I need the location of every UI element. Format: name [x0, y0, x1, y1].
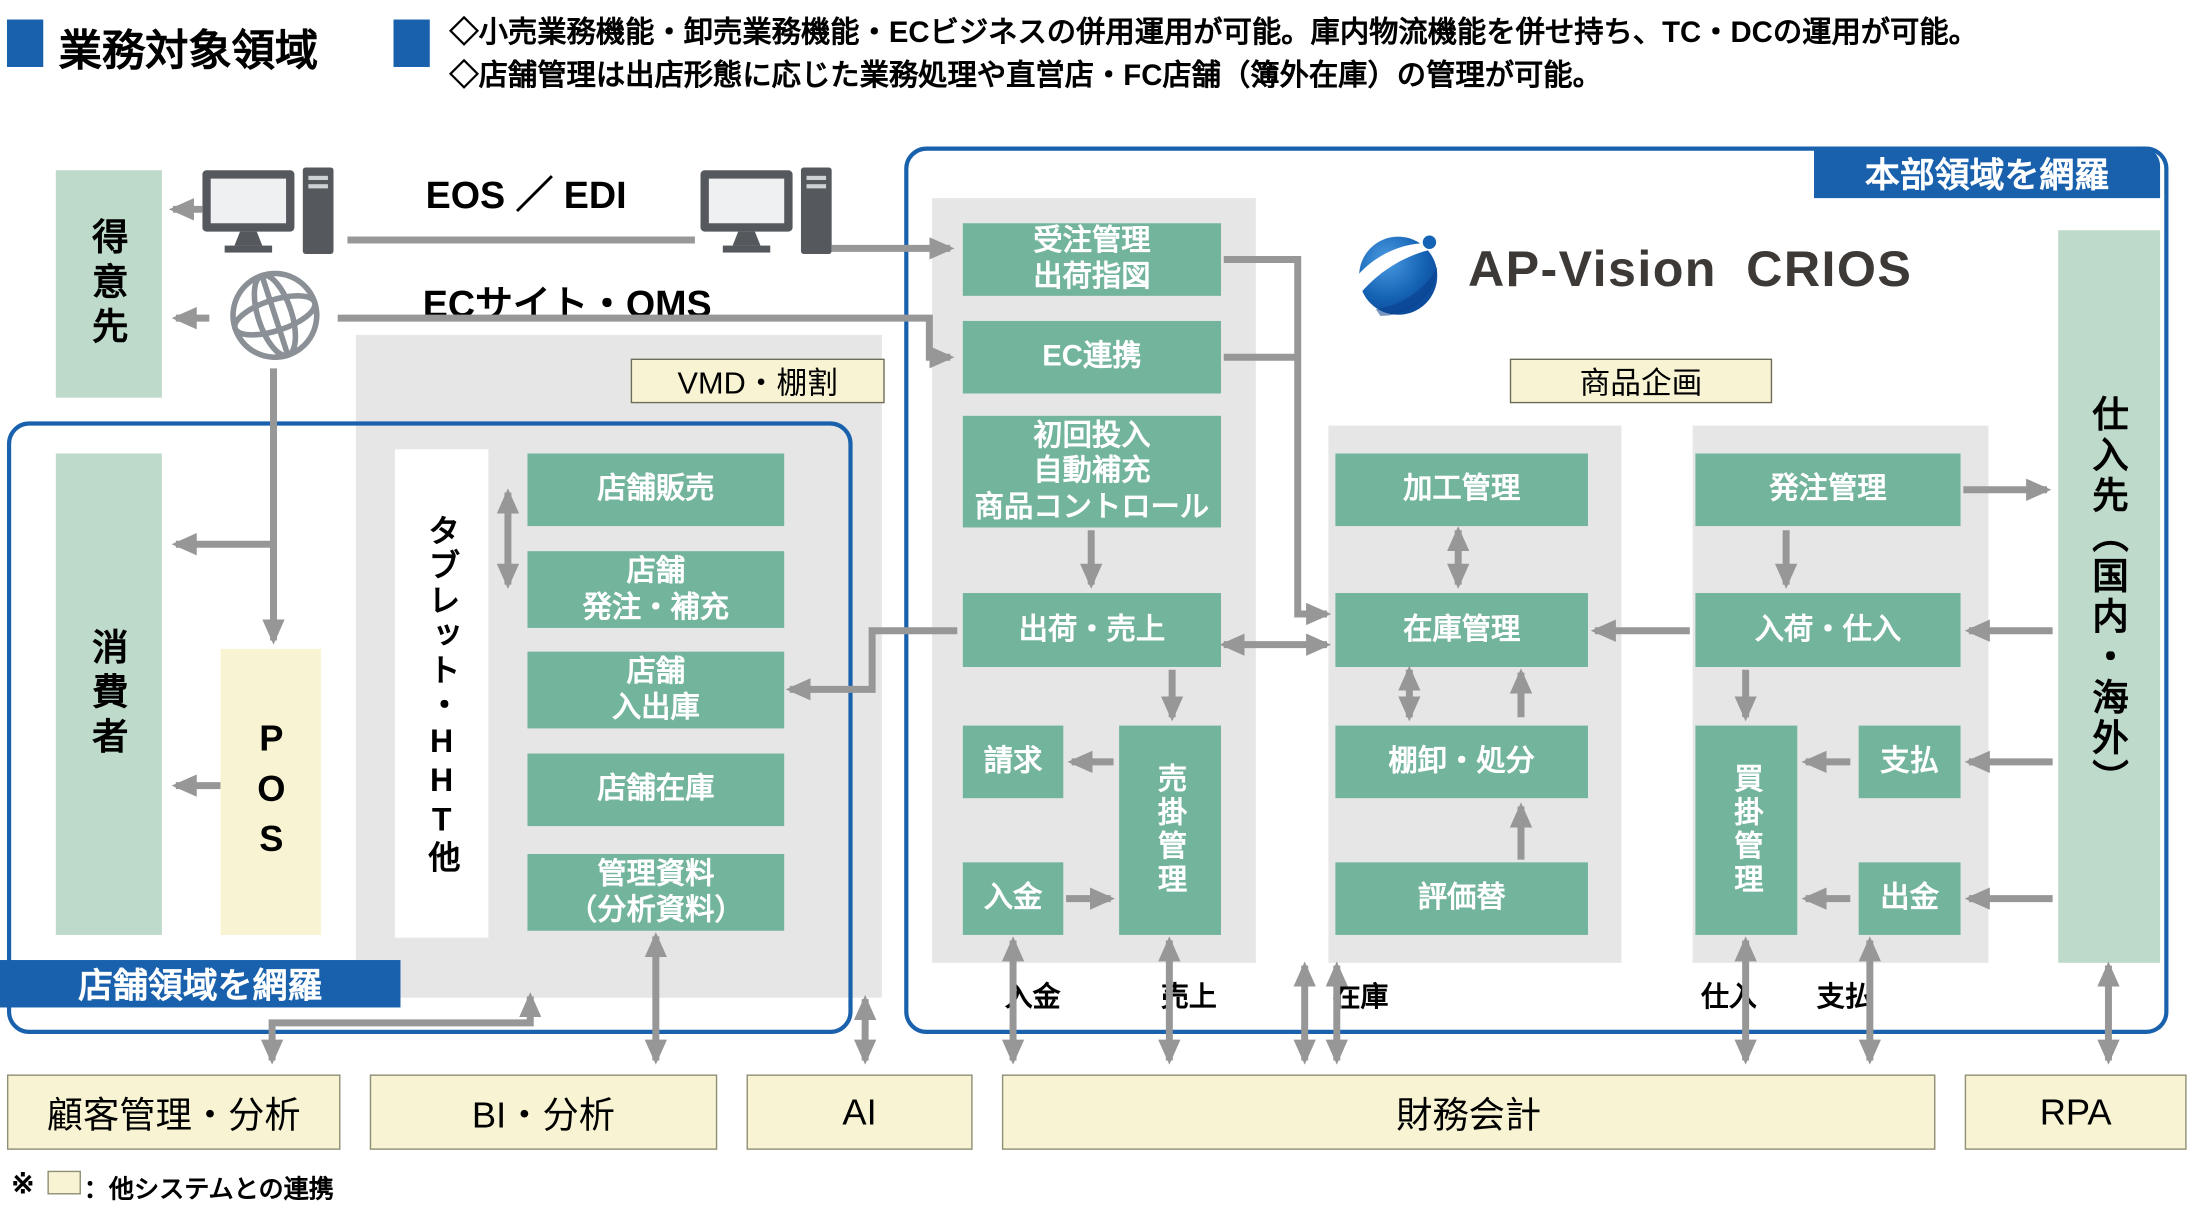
store-report-box: 管理資料 （分析資料） [527, 853, 785, 931]
payment-box: 支払 [1858, 725, 1961, 799]
page-title: 業務対象領域 [58, 26, 319, 76]
tablet-hht-box: タブレット・HHT他 [394, 449, 489, 938]
product-planning-label: 商品企画 [1509, 358, 1773, 404]
vmd-label: VMD・棚割 [630, 358, 885, 404]
rpa-box: RPA [1964, 1074, 2187, 1150]
crios-logo-icon [1349, 235, 1450, 316]
inventory-mgmt-box: 在庫管理 [1335, 593, 1588, 668]
store-domain-label: 店舗領域を網羅 [0, 960, 401, 1008]
supplier-box: 仕入先（国内・海外） [2058, 230, 2161, 963]
bi-analysis-box: BI・分析 [369, 1074, 718, 1150]
financial-accounting-box: 財務会計 [1001, 1074, 1936, 1150]
flow-label-sales: 売上 [1160, 982, 1217, 1014]
hq-domain-frame [904, 146, 2169, 1034]
customer-box: 得意先 [55, 170, 162, 398]
globe-icon [230, 270, 320, 361]
receiving-box: 入荷・仕入 [1695, 593, 1961, 668]
computer-icon [202, 167, 334, 254]
hq-domain-label: 本部領域を網羅 [1814, 146, 2161, 199]
stocktake-disposal-box: 棚卸・処分 [1335, 725, 1588, 799]
billing-box: 請求 [962, 725, 1064, 799]
description-line-2: ◇店舗管理は出店形態に応じた業務処理や直営店・FC店舗（簿外在庫）の管理が可能。 [449, 60, 1602, 93]
computer-icon [700, 167, 832, 254]
ai-box: AI [746, 1074, 973, 1150]
flow-label-purchase: 仕入 [1700, 982, 1757, 1014]
store-sales-box: 店舗販売 [527, 453, 785, 527]
legend-swatch [47, 1170, 81, 1195]
store-order-replenish-box: 店舗 発注・補充 [527, 551, 785, 628]
withdrawal-box: 出金 [1858, 862, 1961, 935]
payables-box: 買掛管理 [1695, 725, 1798, 935]
title-accent-left [6, 19, 44, 67]
footnote-text: ：他システムとの連携 [83, 1174, 334, 1203]
ec-link-box: EC連携 [962, 320, 1221, 394]
flow-label-payment: 支払 [1816, 982, 1873, 1014]
store-stock-box: 店舗在庫 [527, 753, 785, 827]
consumer-box: 消費者 [55, 453, 162, 935]
footnote-mark: ※ [11, 1169, 35, 1201]
initial-input-box: 初回投入 自動補充 商品コントロール [962, 415, 1221, 528]
crm-analysis-box: 顧客管理・分析 [6, 1074, 341, 1150]
flow-label-deposit: 入金 [1004, 982, 1061, 1014]
pos-box: POS [220, 648, 321, 935]
deposit-box: 入金 [962, 862, 1064, 935]
crios-logo-text: AP-Vision CRIOS [1467, 240, 1913, 298]
processing-mgmt-box: 加工管理 [1335, 453, 1588, 527]
eos-edi-label: EOS ／ EDI [425, 174, 627, 217]
title-accent-right [393, 19, 430, 67]
revaluation-box: 評価替 [1335, 862, 1588, 935]
ec-oms-label: ECサイト・OMS [422, 283, 712, 326]
flow-label-inventory: 在庫 [1332, 982, 1389, 1014]
po-mgmt-box: 発注管理 [1695, 453, 1961, 527]
store-inout-box: 店舗 入出庫 [527, 651, 785, 729]
order-mgmt-box: 受注管理 出荷指図 [962, 223, 1221, 296]
receivables-box: 売掛管理 [1119, 725, 1221, 935]
shipping-sales-box: 出荷・売上 [962, 593, 1221, 668]
description-line-1: ◇小売業務機能・卸売業務機能・ECビジネスの併用運用が可能。庫内物流機能を併せ持… [449, 16, 1978, 49]
